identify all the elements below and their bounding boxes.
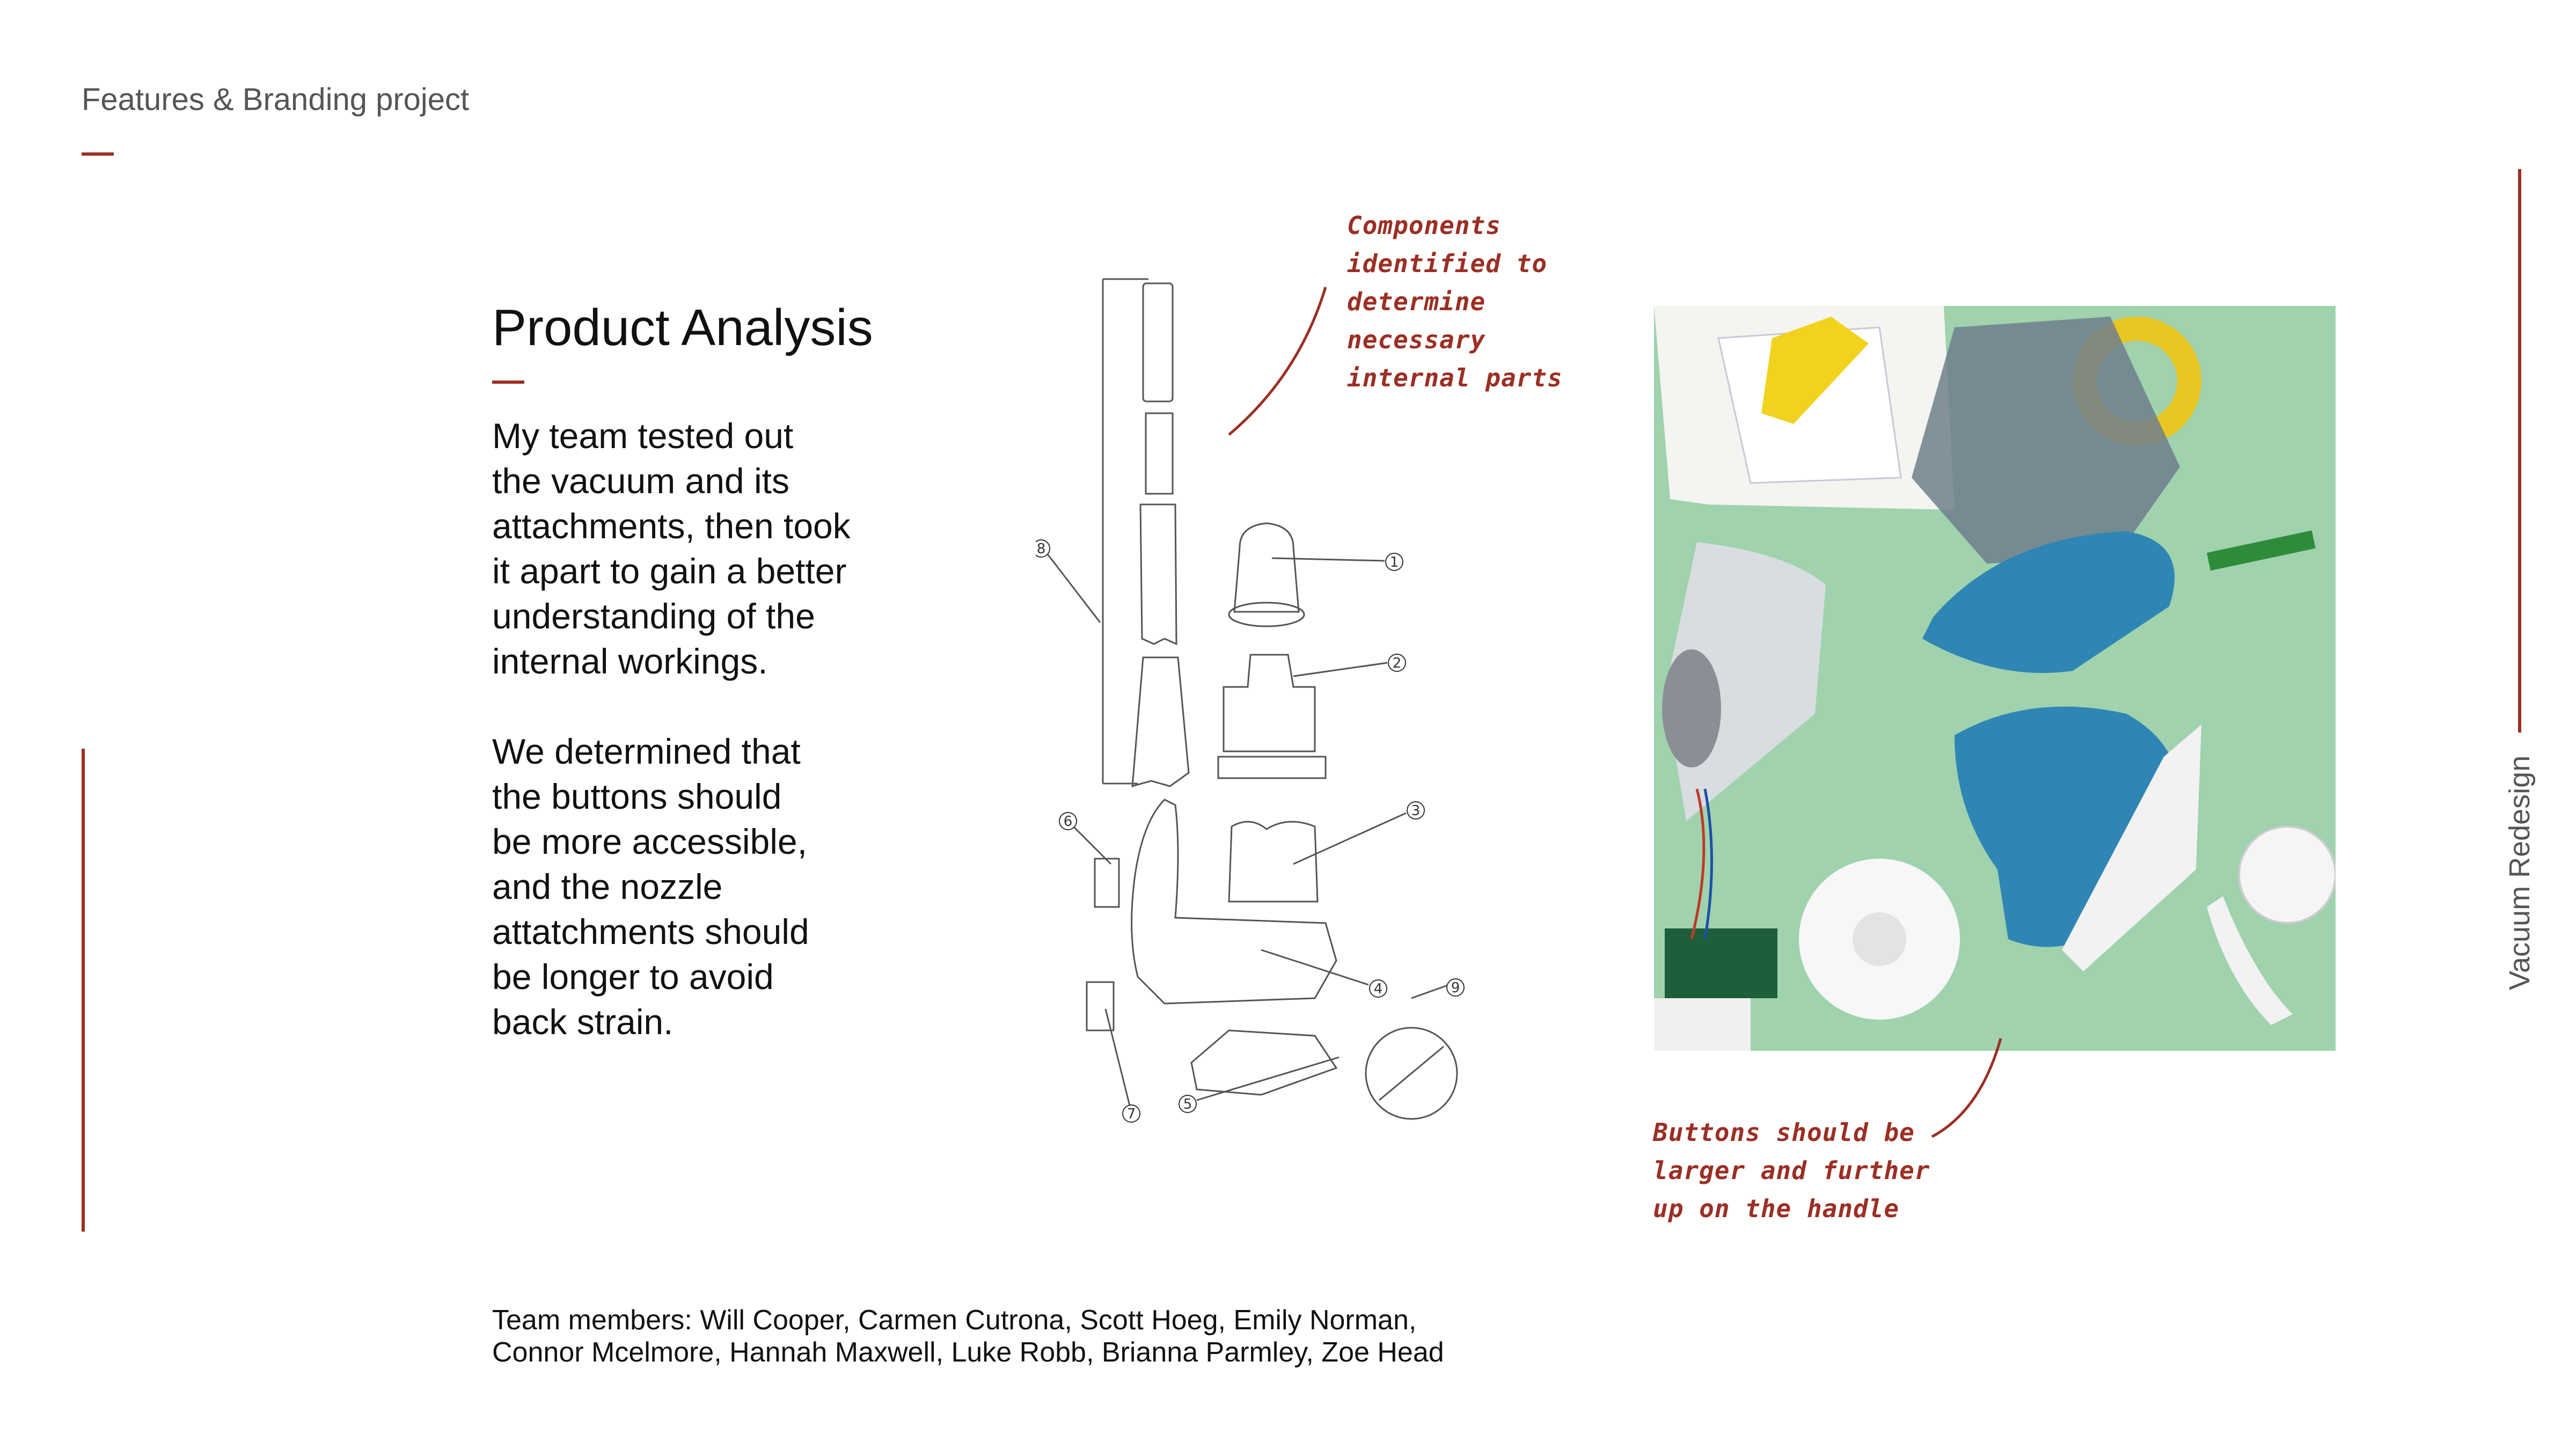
callout-5: 5	[1183, 1096, 1192, 1113]
callout-2: 2	[1393, 655, 1402, 671]
exploded-view-diagram: 1 2 3 4 5 6 7 8 9	[1036, 278, 1465, 1123]
right-accent-rule	[2518, 169, 2521, 733]
side-label: Vacuum Redesign	[2504, 755, 2536, 990]
project-label: Features & Branding project	[82, 82, 470, 117]
callout-8: 8	[1037, 541, 1046, 557]
callout-9: 9	[1451, 980, 1460, 996]
components-annotation: Components identified to determine neces…	[1347, 211, 1563, 392]
callout-7: 7	[1127, 1106, 1136, 1122]
team-members: Team members: Will Cooper, Carmen Cutron…	[492, 1305, 1444, 1368]
disassembled-vacuum-photo	[1654, 306, 2336, 1051]
analysis-paragraph: My team tested out the vacuum and its at…	[492, 416, 851, 681]
section-accent-dash	[492, 380, 524, 384]
left-accent-rule	[82, 749, 85, 1232]
buttons-annotation: Buttons should be larger and further up …	[1653, 1118, 1930, 1223]
callout-3: 3	[1411, 803, 1421, 819]
header-accent-dash	[82, 152, 114, 156]
callout-4: 4	[1374, 981, 1383, 997]
callout-1: 1	[1390, 554, 1399, 570]
findings-paragraph: We determined that the buttons should be…	[492, 731, 809, 1042]
section-title: Product Analysis	[492, 299, 873, 356]
callout-6: 6	[1064, 814, 1073, 830]
